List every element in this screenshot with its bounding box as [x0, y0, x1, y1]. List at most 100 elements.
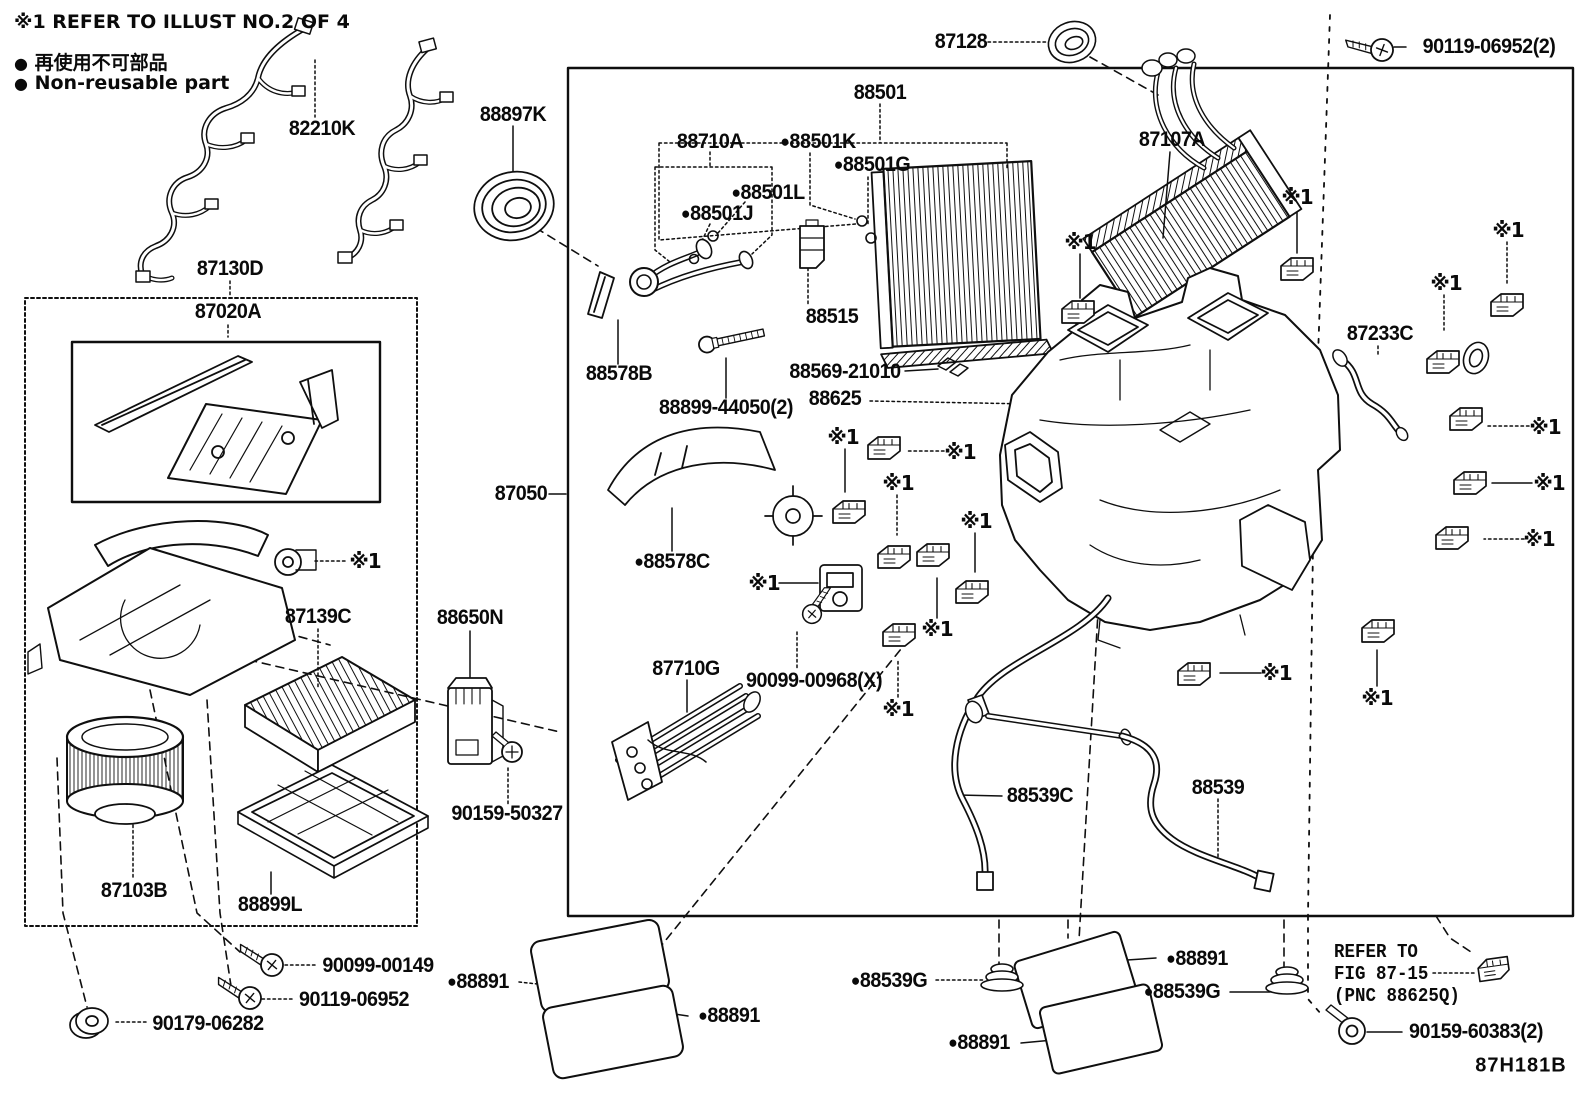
ref-marker-16: ※1 — [1260, 661, 1292, 685]
nonreusable-bullet-icon: ● — [1166, 949, 1176, 968]
part-label-87130D: 87130D — [196, 257, 264, 280]
part-label-88501K: ●88501K — [780, 130, 856, 153]
part-label-88539G-a: ●88539G — [850, 969, 928, 992]
part-label-88578C: ●88578C — [634, 550, 710, 573]
part-label-88501G: ●88501G — [833, 153, 911, 176]
water-hose-illustration — [1332, 349, 1409, 442]
nonreusable-bullet-icon: ● — [698, 1006, 708, 1025]
expansion-valve-illustration — [799, 219, 825, 269]
leader-lines-dotted — [115, 41, 1530, 1023]
part-label-87139C: 87139C — [284, 605, 352, 628]
bolt-illustration — [698, 328, 766, 354]
part-label-90179-06282: 90179-06282 — [152, 1012, 264, 1035]
part-label-87710G: 87710G — [652, 657, 720, 680]
legend-nonreusable-ja: ● 再使用不可部品 — [14, 52, 168, 74]
o-ring-icon — [865, 232, 877, 244]
part-label-88891-d: ●88891 — [948, 1031, 1010, 1054]
nonreusable-bullet-icon: ● — [948, 1033, 958, 1052]
part-label-88501: 88501 — [853, 81, 907, 104]
main-frame-box — [566, 66, 1575, 918]
part-label-82210K: 82210K — [288, 117, 356, 140]
ref-marker-14: ※1 — [1533, 471, 1565, 495]
packing-strip-illustration — [587, 271, 615, 319]
wire-harness-illustration — [135, 17, 454, 283]
part-label-88891-a: ●88891 — [447, 970, 509, 993]
part-label-88891-b: ●88891 — [698, 1004, 760, 1027]
ref-marker-13: ※1 — [1529, 415, 1561, 439]
part-label-88891-c: ●88891 — [1166, 947, 1228, 970]
evaporator-illustration — [870, 160, 1055, 369]
screw-icon — [491, 731, 523, 763]
nonreusable-bullet-icon: ● — [731, 183, 741, 202]
part-label-88899L: 88899L — [237, 893, 303, 916]
part-label-88625: 88625 — [808, 387, 862, 410]
ref-marker-7: ※1 — [882, 697, 914, 721]
legend-nonreusable-en: ● Non-reusable part — [14, 72, 230, 94]
ref-marker-3: ※1 — [944, 440, 976, 464]
seal-ring-illustration — [473, 170, 555, 242]
amplifier-illustration — [447, 677, 504, 765]
part-label-87233C: 87233C — [1346, 322, 1414, 345]
bullet-icon: ● — [14, 74, 28, 93]
nonreusable-bullet-icon: ● — [833, 155, 844, 174]
illustration-note: ※1 REFER TO ILLUST NO.2 OF 4 — [14, 11, 350, 33]
washer-screw-icon — [1325, 1004, 1366, 1045]
part-label-90159-50327: 90159-50327 — [451, 802, 563, 825]
ref-marker-17: ※1 — [1361, 686, 1393, 710]
heater-core-illustration — [1082, 48, 1303, 319]
washer-icon — [69, 1007, 109, 1039]
figure-code: 87H181B — [1475, 1054, 1567, 1077]
cover-illustration — [607, 426, 776, 506]
part-label-90099-00149: 90099-00149 — [322, 954, 434, 977]
refer-note: REFER TO FIG 87-15 (PNC 88625Q) — [1334, 941, 1460, 1007]
ref-marker-8: ※1 — [748, 571, 780, 595]
cabin-filter-illustration — [244, 656, 416, 773]
ref-marker-1: ※1 — [349, 549, 381, 573]
ref-marker-15: ※1 — [1523, 527, 1555, 551]
nonreusable-bullet-icon: ● — [780, 132, 790, 151]
clip-icon — [1476, 955, 1511, 983]
part-label-87050: 87050 — [494, 482, 548, 505]
blower-motor-illustration — [65, 715, 185, 825]
filter-case-illustration — [237, 764, 429, 879]
part-label-88539: 88539 — [1191, 776, 1245, 799]
drain-hoses-illustration — [951, 594, 1275, 893]
part-label-90119-06952-top: 90119-06952(2) — [1422, 35, 1556, 58]
nonreusable-bullet-icon: ● — [680, 204, 691, 223]
part-label-88501L: ●88501L — [731, 181, 805, 204]
screw-icon — [1344, 31, 1396, 68]
part-label-88899-44050: 88899-44050(2) — [659, 396, 793, 419]
nonreusable-bullet-icon: ● — [634, 552, 644, 571]
part-label-88650N: 88650N — [436, 606, 504, 629]
heater-pipes-illustration — [611, 683, 761, 801]
hvac-unit-illustration — [999, 267, 1341, 649]
part-label-88569-21010: 88569-21010 — [789, 360, 901, 383]
part-label-90159-60383: 90159-60383(2) — [1409, 1020, 1543, 1043]
part-label-88578B: 88578B — [585, 362, 653, 385]
part-label-88897K: 88897K — [479, 103, 547, 126]
nonreusable-bullet-icon: ● — [447, 972, 457, 991]
o-ring-icon — [856, 215, 868, 227]
part-label-90119-06952: 90119-06952 — [298, 988, 410, 1011]
grommet-icons — [980, 20, 1309, 995]
ref-marker-4: ※1 — [882, 471, 914, 495]
left-frame-box — [24, 297, 418, 927]
part-label-87103B: 87103B — [100, 879, 168, 902]
ref-marker-6: ※1 — [921, 617, 953, 641]
ref-marker-10: ※1 — [1281, 185, 1313, 209]
part-label-88539C: 88539C — [1006, 784, 1074, 807]
part-label-88501J: ●88501J — [680, 202, 754, 225]
part-label-87107A: 87107A — [1138, 128, 1206, 151]
suction-pipe-illustration — [629, 230, 754, 297]
part-label-88539G-b: ●88539G — [1143, 980, 1221, 1003]
part-label-90099-00968: 90099-00968(X) — [745, 669, 883, 692]
ref-marker-12: ※1 — [1492, 218, 1524, 242]
case-parts-illustration — [27, 355, 339, 696]
part-label-88710A: 88710A — [676, 130, 744, 153]
nonreusable-bullet-icon: ● — [850, 971, 861, 990]
ref-marker-5: ※1 — [960, 509, 992, 533]
part-label-88515: 88515 — [805, 305, 859, 328]
ref-marker-9: ※1 — [1064, 230, 1096, 254]
